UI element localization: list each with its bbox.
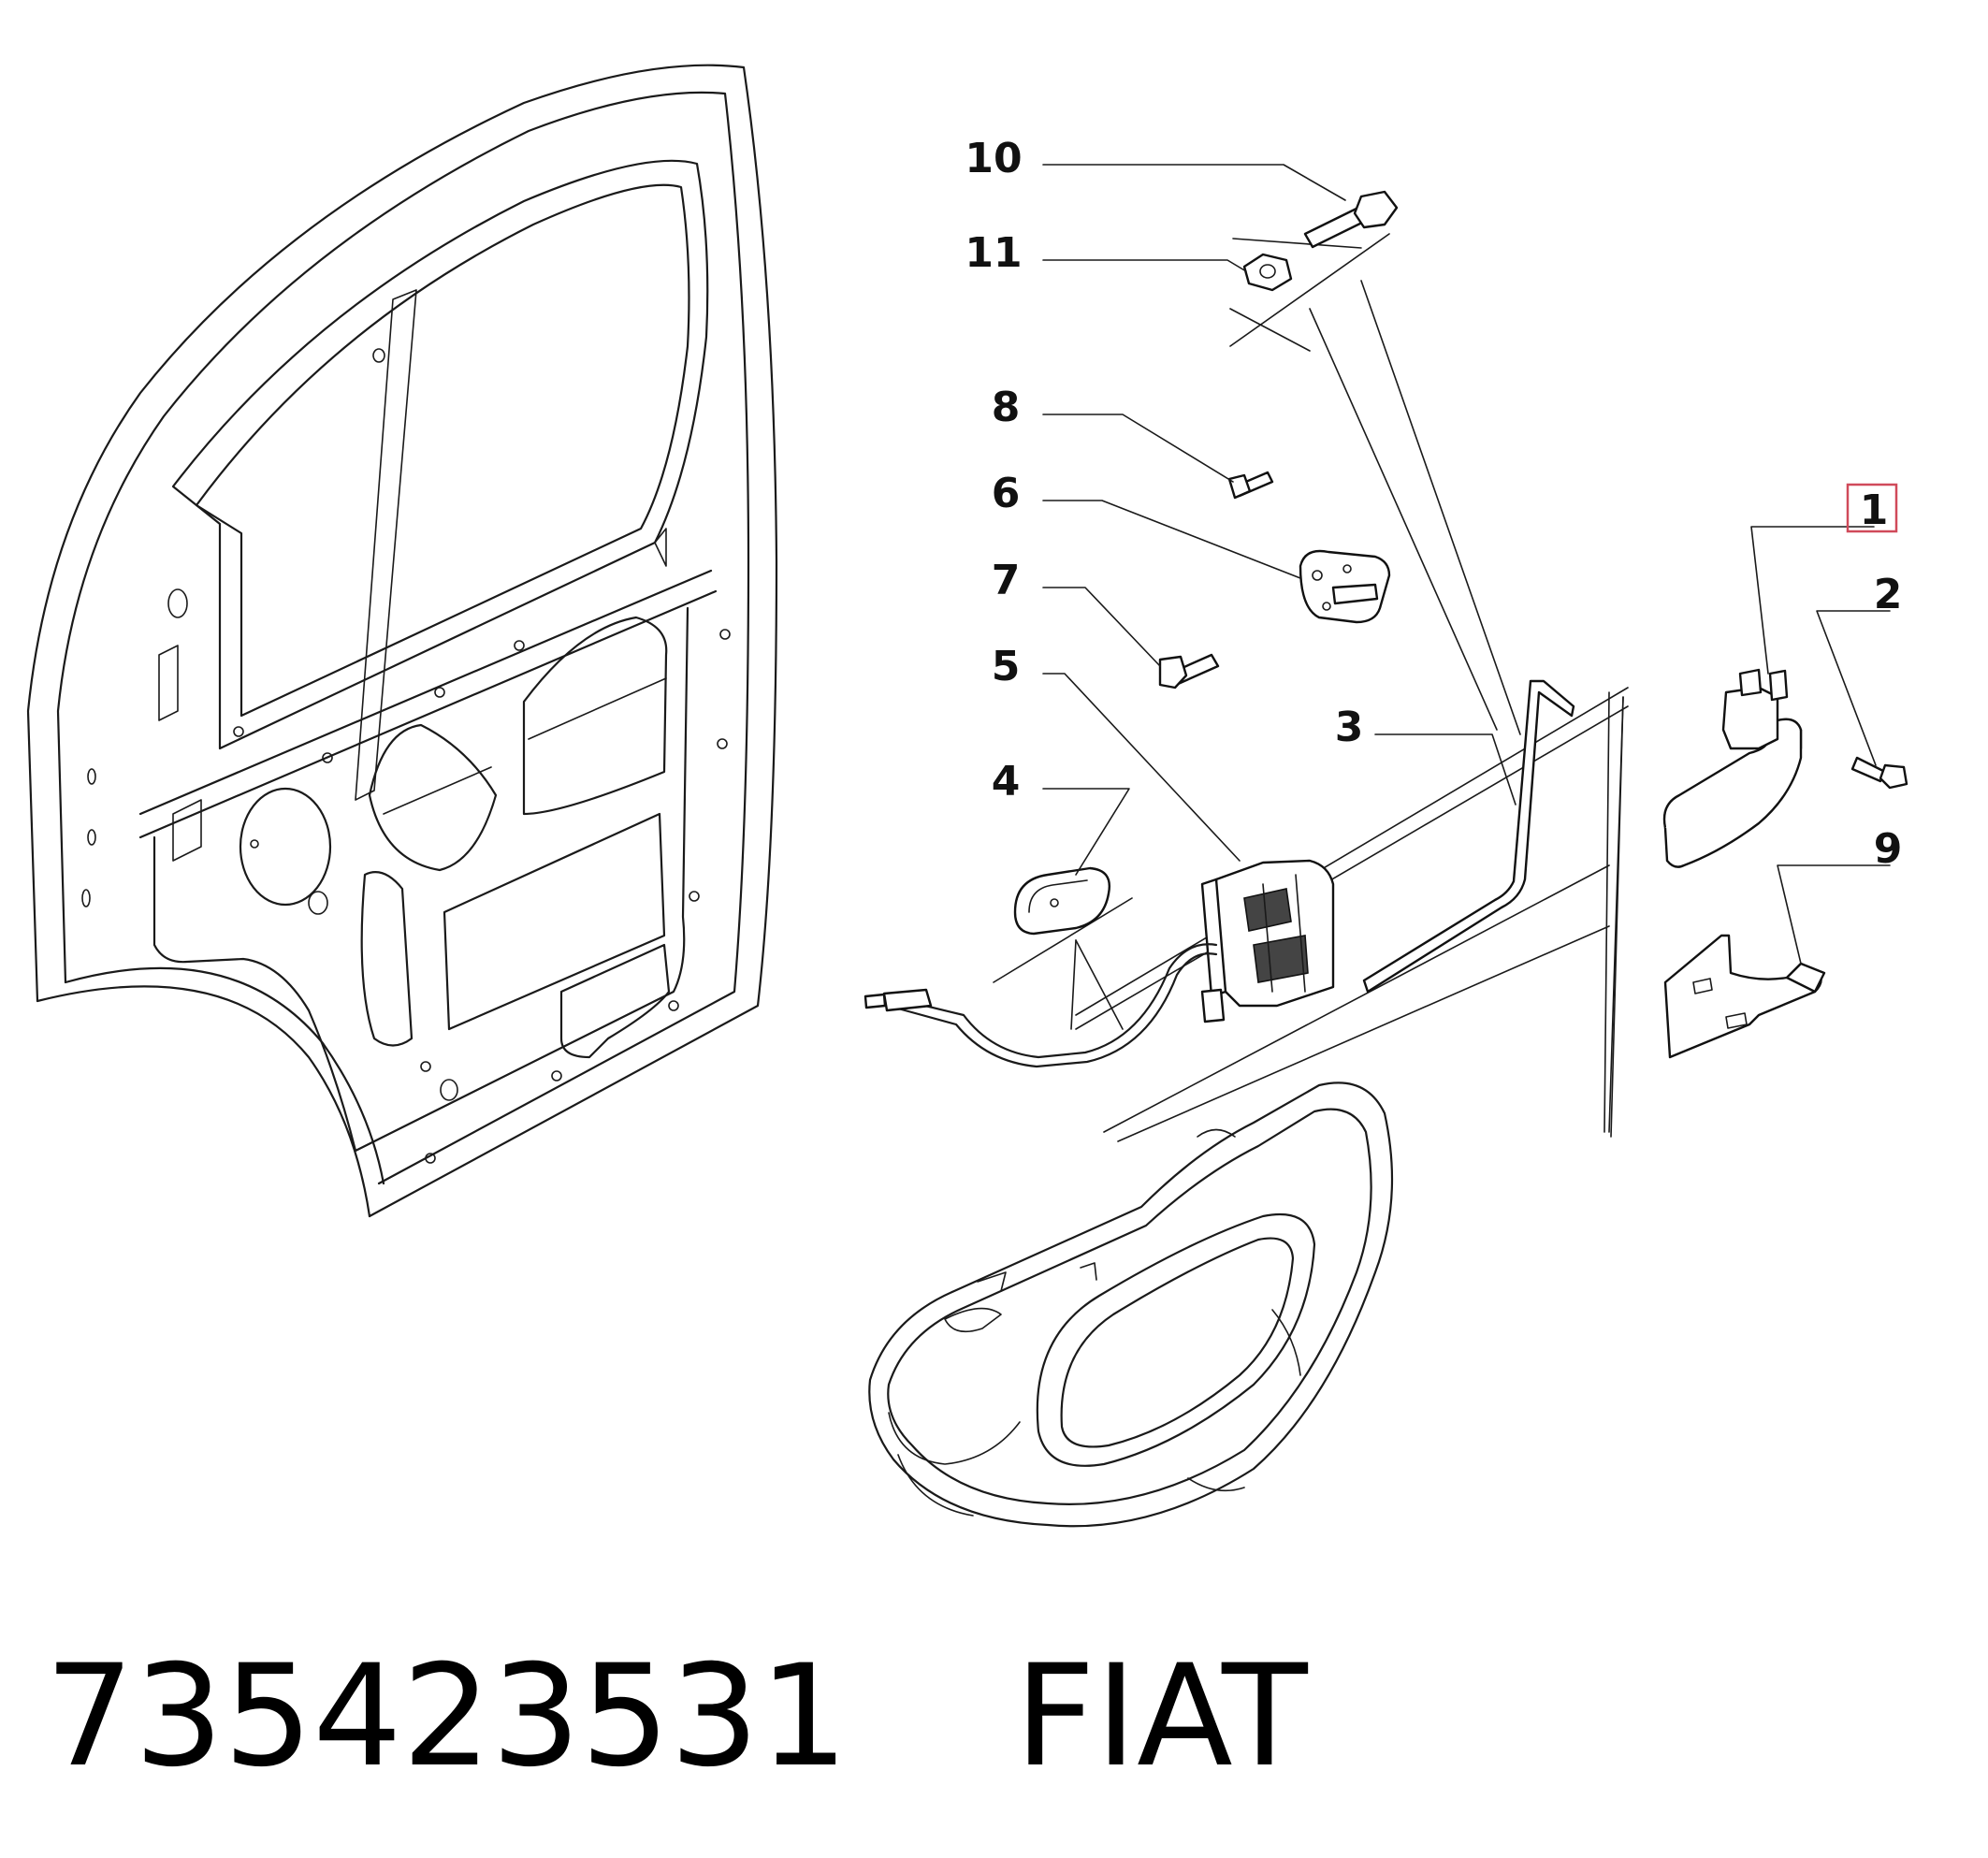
callout-2: 2 xyxy=(1874,571,1903,618)
part-striker-plate xyxy=(1299,549,1391,624)
door-panel xyxy=(26,64,778,1218)
part-cover-cap xyxy=(1013,866,1110,936)
callout-4: 4 xyxy=(992,758,1021,806)
callout-9: 9 xyxy=(1874,825,1903,873)
callout-5: 5 xyxy=(992,643,1021,690)
part-link-rod xyxy=(1362,679,1575,994)
part-inner-door-handle xyxy=(1662,668,1803,868)
part-screw-small xyxy=(1227,471,1274,500)
door-trim-frame xyxy=(868,1081,1394,1528)
callout-3: 3 xyxy=(1335,704,1364,751)
part-handle-bezel xyxy=(1663,934,1826,1059)
callout-11: 11 xyxy=(965,229,1022,277)
callout-labels: 10 11 8 6 7 5 4 3 1 2 9 xyxy=(965,135,1902,873)
part-caption: 735423531 FIAT xyxy=(45,1647,1308,1787)
guide-lines xyxy=(993,233,1629,1142)
part-door-lock xyxy=(863,859,1335,1068)
callout-leaders xyxy=(1042,164,1891,965)
brand-name: FIAT xyxy=(1014,1635,1308,1798)
callout-1: 1 xyxy=(1860,486,1889,534)
callout-7: 7 xyxy=(992,557,1021,604)
part-screw-medium xyxy=(1158,653,1220,689)
part-number: 735423531 xyxy=(45,1635,849,1798)
part-nut xyxy=(1242,253,1293,292)
part-bolt xyxy=(1303,190,1399,249)
callout-1-highlight-box xyxy=(1846,483,1898,533)
callout-8: 8 xyxy=(992,384,1021,431)
callout-6: 6 xyxy=(992,470,1021,517)
part-handle-screw xyxy=(1850,756,1908,790)
callout-10: 10 xyxy=(965,135,1022,182)
